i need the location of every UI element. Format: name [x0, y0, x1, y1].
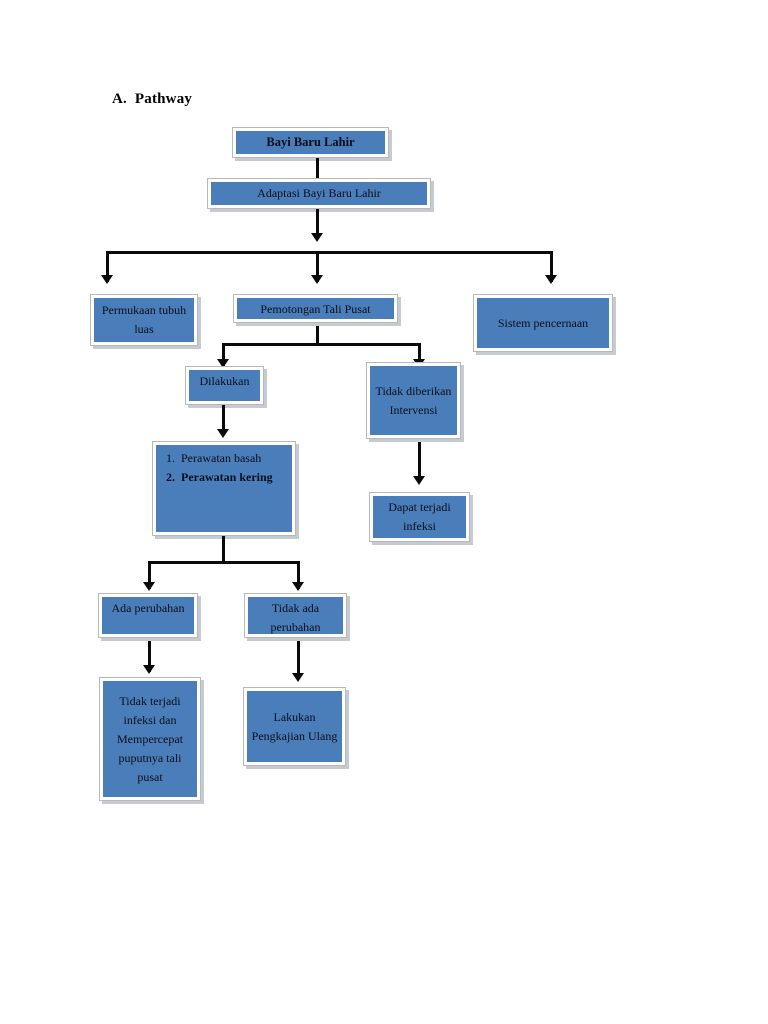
arrowhead-tidak-ada-perubahan: [292, 582, 304, 591]
connector-bayi-to-adaptasi: [316, 158, 319, 180]
arrowhead-ada-perubahan: [143, 582, 155, 591]
node-pemotongan-tali-pusat[interactable]: Pemotongan Tali Pusat: [233, 294, 398, 323]
node-permukaan-tubuh-luas[interactable]: Permukaan tubuh luas: [90, 294, 198, 346]
arrowhead-outcome-right: [292, 673, 304, 682]
node-fill: Tidak ada perubahan: [248, 597, 343, 634]
arrowhead-permukaan: [101, 275, 113, 284]
list-item: Perawatan basah: [178, 449, 273, 468]
connector-ada-to-outcome: [148, 641, 151, 672]
connector-dilakukan-to-list: [222, 405, 225, 435]
connector-bus-level6: [148, 561, 300, 564]
arrowhead-adaptasi-stem: [311, 233, 323, 242]
connector-drop-sistem: [550, 251, 553, 282]
node-perawatan-list[interactable]: Perawatan basah Perawatan kering: [152, 441, 296, 536]
arrowhead-list: [217, 429, 229, 438]
connector-drop-dilakukan: [222, 343, 225, 366]
node-fill: Tidak diberikan Intervensi: [370, 366, 457, 435]
node-fill: Perawatan basah Perawatan kering: [156, 445, 292, 532]
node-fill: Dapat terjadi infeksi: [373, 496, 466, 538]
arrowhead-pemotongan: [311, 275, 323, 284]
node-fill: Permukaan tubuh luas: [94, 298, 194, 342]
connector-bus-level3: [106, 251, 553, 254]
node-fill: Adaptasi Bayi Baru Lahir: [211, 182, 427, 205]
node-fill: Bayi Baru Lahir: [236, 131, 385, 154]
connector-pemotongan-stem: [316, 326, 319, 346]
node-ada-perubahan[interactable]: Ada perubahan: [98, 593, 198, 638]
page-title: A. Pathway: [112, 91, 193, 107]
node-tidak-diberikan-intervensi[interactable]: Tidak diberikan Intervensi: [366, 362, 461, 439]
node-fill: Dilakukan: [189, 370, 260, 401]
node-fill: Sistem pencernaan: [477, 298, 609, 348]
connector-drop-tidak-ada-perubahan: [297, 561, 300, 589]
connector-drop-permukaan: [106, 251, 109, 282]
node-fill: Tidak terjadi infeksi dan Mempercepat pu…: [103, 681, 197, 797]
node-adaptasi-bayi-baru-lahir[interactable]: Adaptasi Bayi Baru Lahir: [207, 178, 431, 209]
node-fill: Lakukan Pengkajian Ulang: [247, 691, 342, 762]
node-fill: Ada perubahan: [102, 597, 194, 634]
arrowhead-infeksi: [413, 476, 425, 485]
node-dilakukan[interactable]: Dilakukan: [185, 366, 264, 405]
arrowhead-outcome-left: [143, 665, 155, 674]
arrowhead-sistem: [545, 275, 557, 284]
connector-drop-tidak-diberikan: [418, 343, 421, 366]
arrowhead-dilakukan: [217, 359, 229, 368]
node-tidak-terjadi-infeksi[interactable]: Tidak terjadi infeksi dan Mempercepat pu…: [99, 677, 201, 801]
connector-bus-level4: [222, 343, 421, 346]
connector-drop-ada-perubahan: [148, 561, 151, 589]
connector-drop-pemotongan: [316, 251, 319, 282]
connector-tidak-ada-to-outcome: [297, 641, 300, 679]
node-tidak-ada-perubahan[interactable]: Tidak ada perubahan: [244, 593, 347, 638]
list-item: Perawatan kering: [178, 468, 273, 487]
connector-adaptasi-stem: [316, 209, 319, 237]
node-sistem-pencernaan[interactable]: Sistem pencernaan: [473, 294, 613, 352]
connector-intervensi-to-infeksi: [418, 442, 421, 481]
node-fill: Pemotongan Tali Pusat: [237, 298, 394, 319]
connector-list-stem: [222, 536, 225, 564]
perawatan-ordered-list: Perawatan basah Perawatan kering: [156, 449, 277, 487]
node-bayi-baru-lahir[interactable]: Bayi Baru Lahir: [232, 127, 389, 158]
node-dapat-terjadi-infeksi[interactable]: Dapat terjadi infeksi: [369, 492, 470, 542]
node-lakukan-pengkajian-ulang[interactable]: Lakukan Pengkajian Ulang: [243, 687, 346, 766]
